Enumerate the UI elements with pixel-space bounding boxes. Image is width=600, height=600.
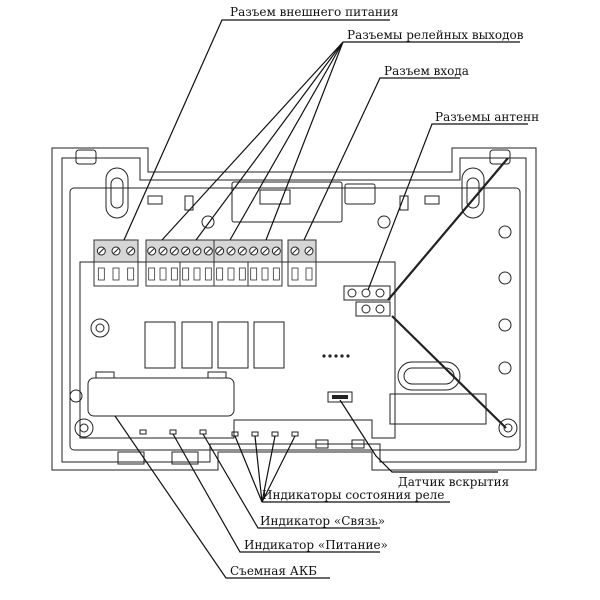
terminal-slot	[97, 267, 105, 281]
terminal-slot	[250, 267, 258, 281]
antenna-connectors	[343, 157, 509, 429]
terminal-slot	[193, 267, 201, 281]
terminal-slot	[272, 267, 280, 281]
label-link-indicator: Индикатор «Связь»	[260, 514, 385, 528]
terminal-blocks	[93, 239, 317, 287]
terminal-screw-slot	[216, 248, 223, 254]
terminal-screw-slot	[250, 248, 257, 254]
label-input-connector: Разъем входа	[384, 64, 469, 78]
terminal-slot	[204, 267, 212, 281]
terminal-screw-slot	[127, 248, 134, 254]
terminal-slot	[182, 267, 190, 281]
terminal-screw-slot	[98, 248, 105, 254]
terminal-slot	[127, 267, 135, 281]
terminal-slot	[159, 267, 167, 281]
label-relay-outputs: Разъемы релейных выходов	[347, 28, 524, 42]
terminal-screw-slot	[160, 248, 166, 254]
terminal-slot	[291, 267, 299, 281]
terminal-screw-slot	[194, 248, 200, 254]
terminal-screw-slot	[306, 248, 312, 254]
led-indicators	[139, 429, 299, 437]
terminal-screw-slot	[292, 248, 298, 254]
enclosure	[51, 147, 537, 471]
terminal-slot	[216, 267, 224, 281]
label-power-indicator: Индикатор «Питание»	[244, 538, 388, 552]
label-tamper-sensor: Датчик вскрытия	[398, 475, 509, 489]
terminal-slot	[148, 267, 156, 281]
terminal-slot	[305, 267, 313, 281]
label-external-power: Разъем внешнего питания	[230, 5, 398, 19]
terminal-screw-slot	[262, 248, 268, 254]
battery	[87, 371, 235, 417]
tamper-switch	[327, 391, 353, 403]
terminal-screw-slot	[228, 248, 234, 254]
terminal-screw-slot	[182, 248, 189, 254]
terminal-slot	[170, 267, 178, 281]
pcb-board	[79, 261, 396, 439]
label-removable-battery: Съемная АКБ	[230, 564, 317, 578]
terminal-screw-slot	[113, 248, 119, 254]
terminal-screw-slot	[273, 248, 280, 254]
terminal-screw-slot	[205, 248, 212, 254]
terminal-screw-slot	[148, 248, 155, 254]
leader-lines	[114, 19, 528, 579]
terminal-slot	[112, 267, 120, 281]
label-antenna-connectors: Разъемы антенн	[435, 110, 539, 124]
terminal-slot	[261, 267, 269, 281]
label-relay-indicators: Индикаторы состояния реле	[262, 488, 444, 502]
terminal-screw-slot	[171, 248, 178, 254]
terminal-screw-slot	[239, 248, 246, 254]
terminal-slot	[227, 267, 235, 281]
terminal-slot	[238, 267, 246, 281]
